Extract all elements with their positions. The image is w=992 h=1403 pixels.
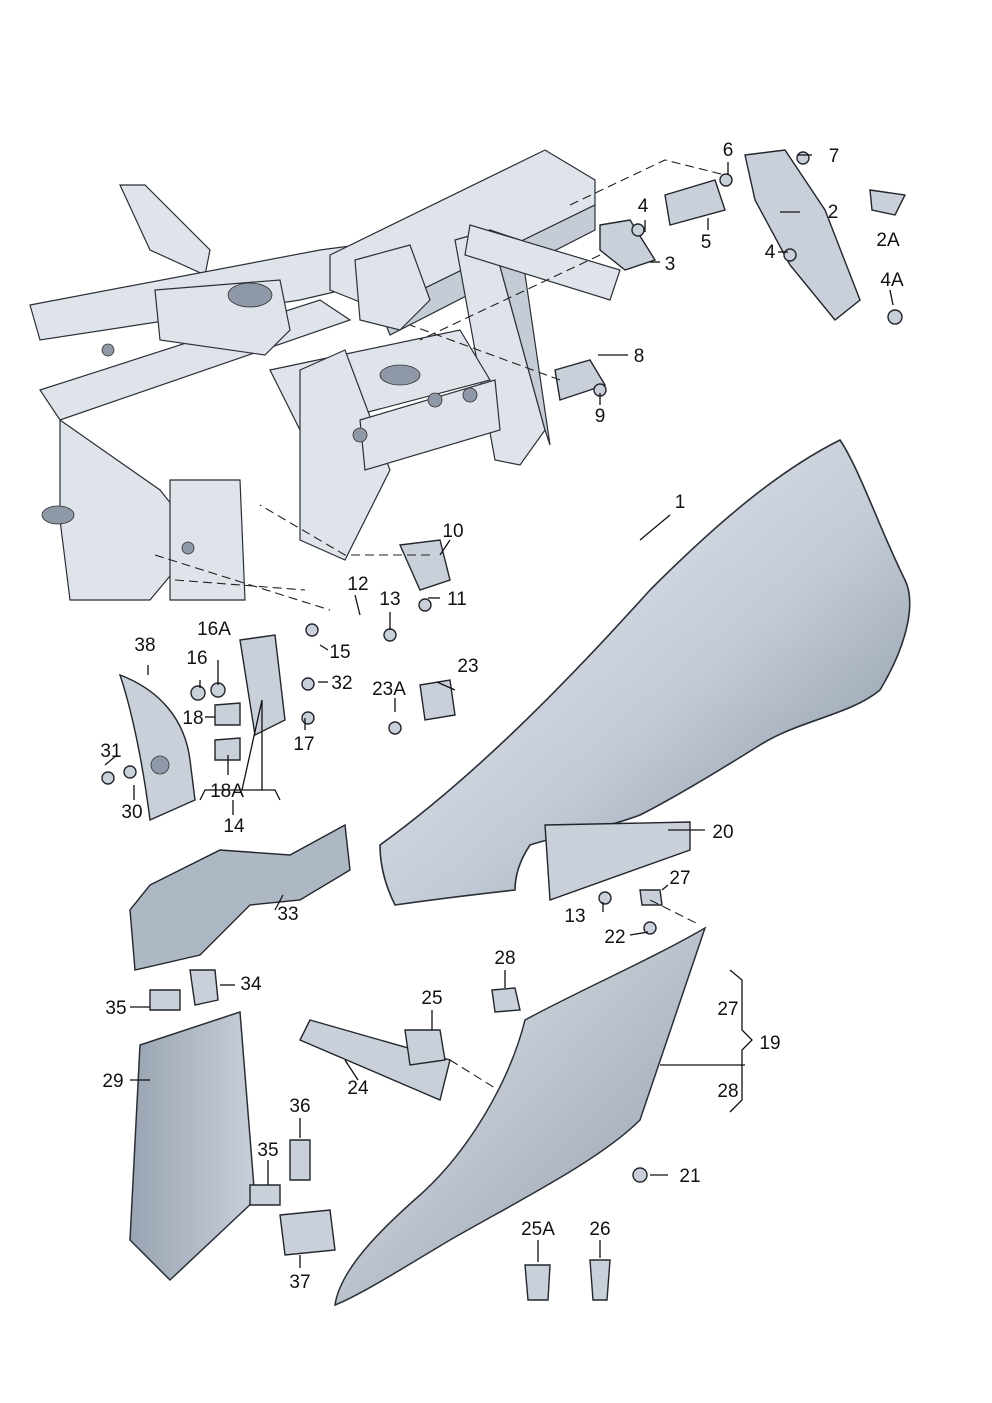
rear-fender: [379, 438, 911, 906]
label-33: 33: [277, 904, 298, 925]
label-25a: 25A: [521, 1219, 555, 1240]
label-35-b: 35: [257, 1140, 278, 1161]
label-29: 29: [102, 1071, 123, 1092]
label-18: 18: [182, 708, 203, 729]
label-12: 12: [347, 574, 368, 595]
body-frame: [29, 149, 621, 601]
label-32: 32: [331, 673, 352, 694]
label-24: 24: [347, 1078, 369, 1099]
label-20: 20: [712, 822, 733, 843]
label-6: 6: [723, 140, 734, 161]
part-30-grommet: [150, 755, 170, 775]
label-31: 31: [100, 741, 121, 762]
label-13-b: 13: [564, 906, 585, 927]
label-11: 11: [447, 589, 467, 610]
label-4-a: 4: [638, 196, 649, 217]
label-2a: 2A: [876, 230, 900, 251]
label-2: 2: [828, 202, 839, 223]
label-30: 30: [121, 802, 142, 823]
label-10: 10: [442, 521, 463, 542]
side-skirt-panel: [334, 926, 707, 1307]
label-23a: 23A: [372, 679, 406, 700]
small-parts: [101, 149, 907, 1301]
label-27-a: 27: [669, 868, 690, 889]
label-28-a: 28: [494, 948, 515, 969]
label-4-b: 4: [765, 242, 776, 263]
label-35-a: 35: [105, 998, 126, 1019]
label-8: 8: [634, 346, 645, 367]
label-38: 38: [134, 635, 155, 656]
part-labels: 1 2 2A 3 4 4 4A 5 6 7 8 9 10 11 12 13 13…: [100, 140, 904, 1293]
label-22: 22: [604, 927, 625, 948]
label-7: 7: [829, 146, 840, 167]
label-26: 26: [589, 1219, 610, 1240]
leader-lines: [104, 154, 894, 1268]
label-1: 1: [675, 492, 686, 513]
label-3: 3: [665, 254, 676, 275]
label-18a: 18A: [210, 781, 244, 802]
label-28-b: 28: [717, 1081, 738, 1102]
label-17: 17: [293, 734, 314, 755]
label-19: 19: [759, 1033, 780, 1054]
label-34: 34: [240, 974, 262, 995]
part-33-plate: [129, 823, 351, 971]
label-23: 23: [457, 656, 478, 677]
label-16a: 16A: [197, 619, 231, 640]
label-36: 36: [289, 1096, 310, 1117]
label-5: 5: [701, 232, 712, 253]
assembly-dashed-lines: [154, 159, 726, 1089]
label-21: 21: [679, 1166, 700, 1187]
label-27-b: 27: [717, 999, 738, 1020]
label-37: 37: [289, 1272, 310, 1293]
label-9: 9: [595, 406, 606, 427]
label-4a: 4A: [880, 270, 904, 291]
label-16: 16: [186, 648, 207, 669]
part-38-trim: [118, 673, 196, 822]
label-15: 15: [329, 642, 350, 663]
label-14: 14: [223, 816, 245, 837]
label-25: 25: [421, 988, 442, 1009]
label-13-a: 13: [379, 589, 400, 610]
part-29-block: [129, 1010, 256, 1282]
